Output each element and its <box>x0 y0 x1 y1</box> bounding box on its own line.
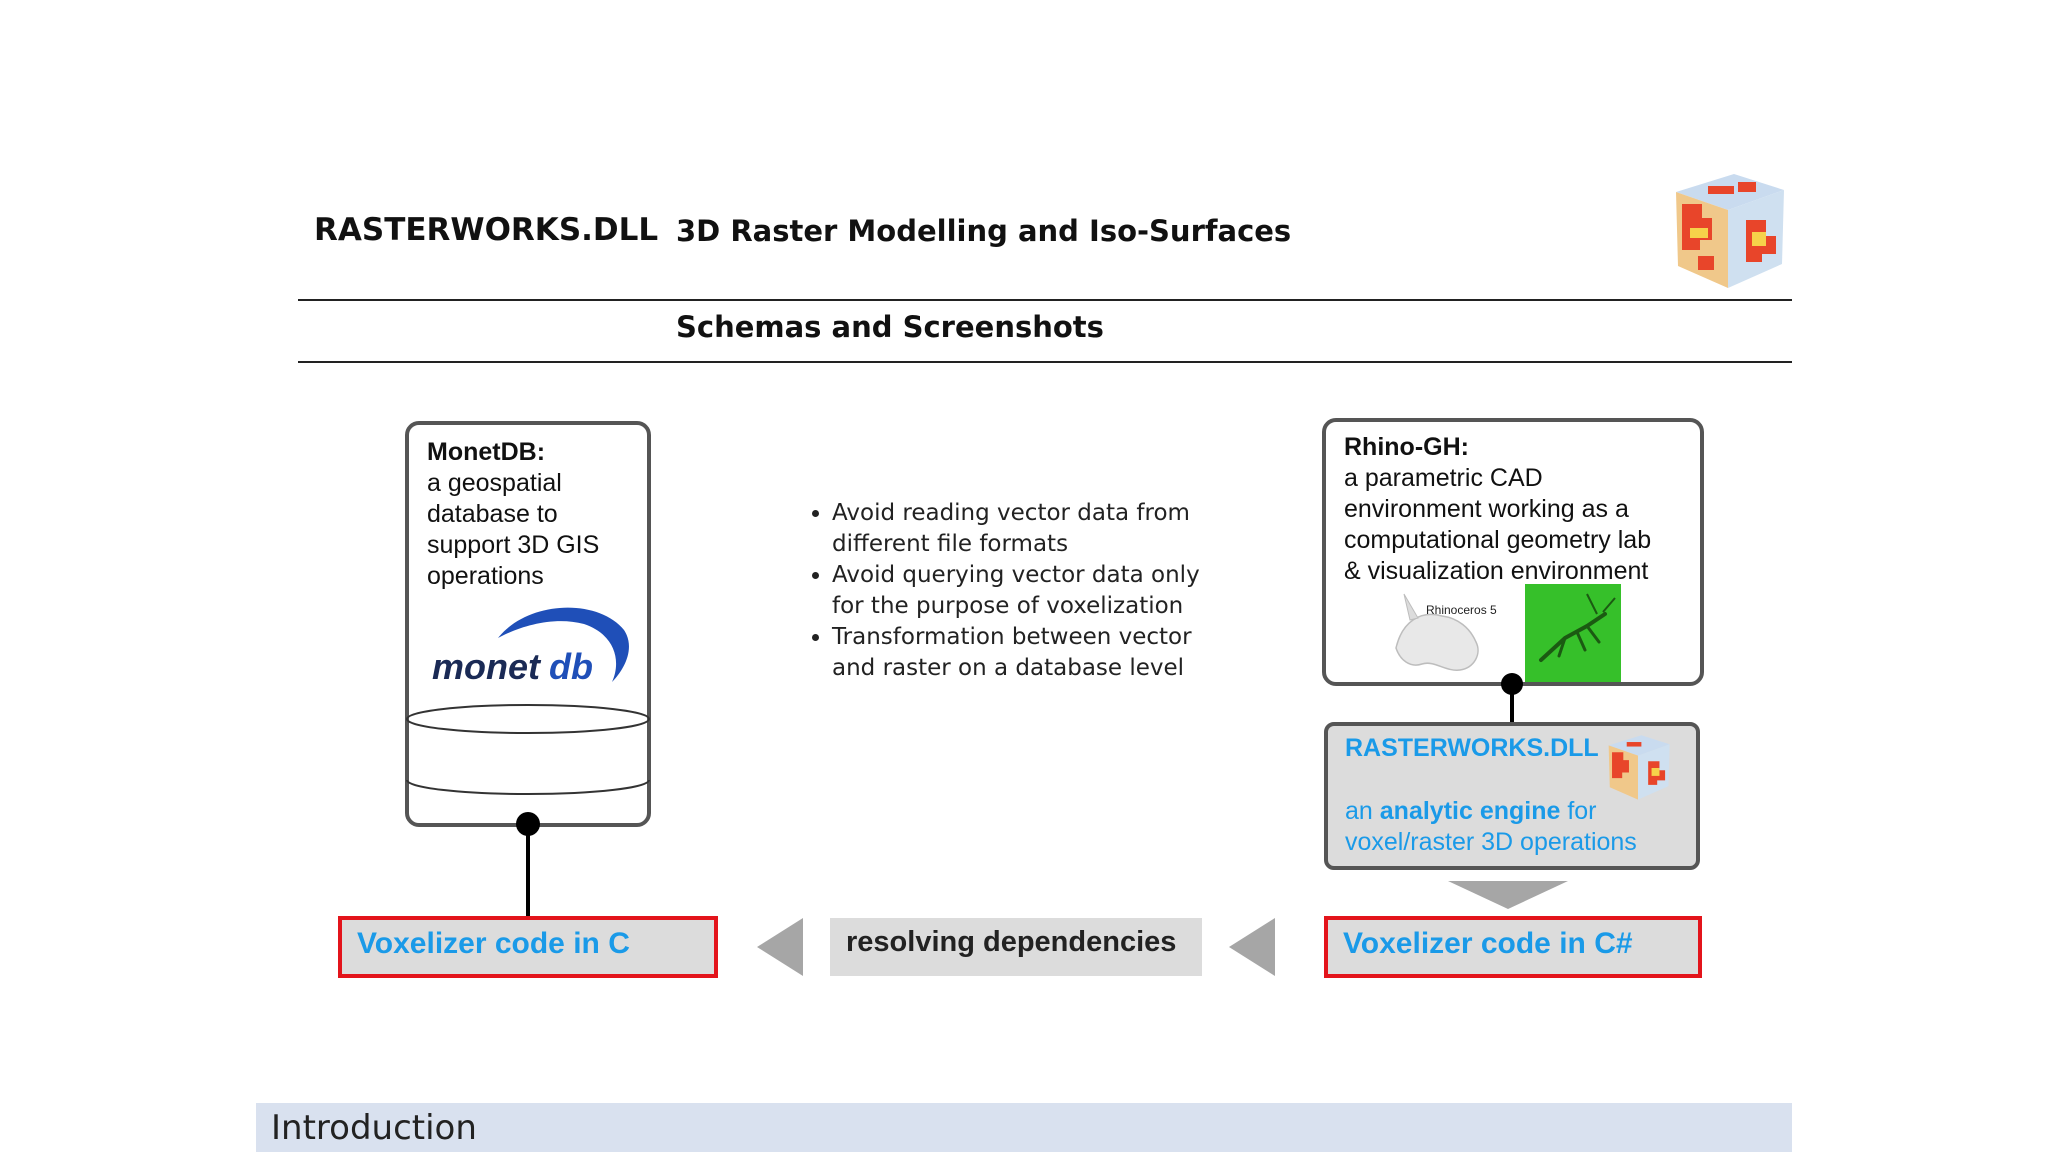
rhinoceros-logo-text: Rhinoceros 5 <box>1426 603 1497 617</box>
rasterworks-description: an analytic engine for voxel/raster 3D o… <box>1345 796 1637 858</box>
rasterworks-text: for <box>1560 797 1597 825</box>
grasshopper-logo <box>1525 584 1621 682</box>
voxelizer-csharp-box <box>1324 916 1702 978</box>
slide-title: RASTERWORKS.DLL <box>314 212 659 248</box>
slide-subtitle: 3D Raster Modelling and Iso-Surfaces <box>676 214 1292 248</box>
monetdb-logo-text-1: monet <box>432 646 542 687</box>
monetdb-logo-swoosh <box>498 607 629 682</box>
footer-bar <box>256 1103 1792 1152</box>
monetdb-line: support 3D GIS <box>427 531 600 559</box>
rhinoceros-logo: Rhinoceros 5 <box>1395 593 1497 671</box>
bullet-item: Avoid reading vector data from different… <box>832 498 1220 560</box>
left-arrow <box>1229 918 1275 976</box>
monetdb-line: database to <box>427 500 558 528</box>
monetdb-line: a geospatial <box>427 469 562 497</box>
left-arrow <box>757 918 803 976</box>
rhino-gh-line: a parametric CAD <box>1344 464 1543 492</box>
voxelizer-csharp-label: Voxelizer code in C# <box>1343 927 1633 960</box>
rhino-connector <box>1501 673 1523 728</box>
rhino-gh-description: Rhino-GH: a parametric CAD environment w… <box>1344 432 1694 587</box>
rhino-gh-line: environment working as a <box>1344 495 1629 523</box>
database-cylinder-icon <box>406 704 650 795</box>
rhino-gh-line: & visualization environment <box>1344 557 1649 585</box>
header-rule-bottom <box>298 361 1792 363</box>
monetdb-connector <box>516 812 540 922</box>
monetdb-logo: monet db <box>432 607 629 687</box>
bullet-item: Avoid querying vector data only for the … <box>832 560 1220 622</box>
rasterworks-text-bold: analytic engine <box>1379 797 1561 825</box>
monetdb-line: operations <box>427 562 544 590</box>
bullet-list: Avoid reading vector data from different… <box>800 498 1220 684</box>
footer-label: Introduction <box>271 1108 477 1148</box>
rhino-gh-line: computational geometry lab <box>1344 526 1652 554</box>
rasterworks-text: voxel/raster 3D operations <box>1345 828 1637 856</box>
voxelizer-c-box <box>338 916 718 978</box>
header-rule-top <box>298 299 1792 301</box>
resolving-dependencies-box <box>830 918 1202 976</box>
rhino-gh-heading: Rhino-GH: <box>1344 433 1469 461</box>
down-arrow <box>1448 881 1568 909</box>
bullet-item: Transformation between vector and raster… <box>832 622 1220 684</box>
rasterworks-title: RASTERWORKS.DLL <box>1345 734 1599 762</box>
voxelizer-c-label: Voxelizer code in C <box>357 927 630 960</box>
rasterworks-cube-icon <box>1608 735 1670 800</box>
section-heading: Schemas and Screenshots <box>676 310 1104 344</box>
rasterworks-text: an <box>1345 797 1380 825</box>
monetdb-logo-text-2: db <box>549 646 593 687</box>
resolving-dependencies-label: resolving dependencies <box>846 926 1177 958</box>
monetdb-heading: MonetDB: <box>427 438 546 466</box>
monetdb-description: MonetDB: a geospatial database to suppor… <box>427 437 642 592</box>
voxel-cube-icon <box>1676 174 1784 288</box>
